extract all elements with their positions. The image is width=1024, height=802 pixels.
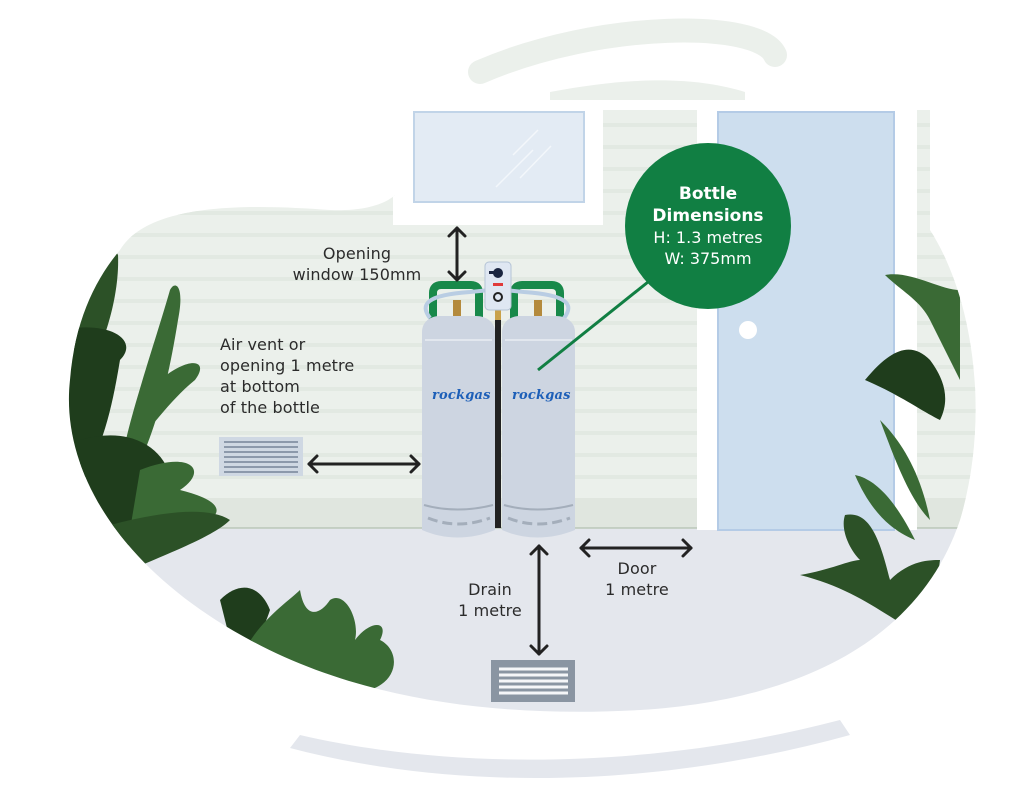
arrow-door	[579, 538, 693, 558]
label-window-clearance: Opening window 150mm	[292, 244, 422, 284]
bottle-logo-right: rockgas	[512, 388, 571, 403]
callout-leader	[537, 280, 649, 372]
bottle-logo-left: rockgas	[432, 388, 491, 403]
decor-arc-top	[468, 18, 787, 84]
window-glass	[413, 111, 585, 203]
decor-arc-2	[550, 80, 745, 100]
label-air-vent-clearance: Air vent or opening 1 metre at bottom of…	[220, 335, 355, 417]
label-drain-clearance: Drain 1 metre	[458, 580, 522, 620]
arrow-window	[447, 226, 467, 282]
gas-bottles	[422, 261, 575, 538]
bottle-dimensions-callout: Bottle Dimensions H: 1.3 metres W: 375mm	[625, 143, 791, 309]
arrow-air-vent	[307, 454, 421, 474]
callout-title-line2: Dimensions	[652, 206, 764, 226]
bottle-left	[422, 316, 495, 538]
door-knob	[739, 321, 757, 339]
arrow-drain	[529, 544, 549, 656]
callout-height: H: 1.3 metres	[653, 228, 763, 247]
bottle-right	[502, 316, 575, 538]
callout-title-line1: Bottle	[678, 184, 738, 204]
callout-width: W: 375mm	[664, 249, 752, 268]
arrows	[307, 226, 693, 656]
decor-arc-bottom	[290, 720, 850, 779]
plants-right	[800, 274, 960, 640]
label-door-clearance: Door 1 metre	[605, 559, 669, 599]
gas-pipe	[495, 318, 501, 528]
